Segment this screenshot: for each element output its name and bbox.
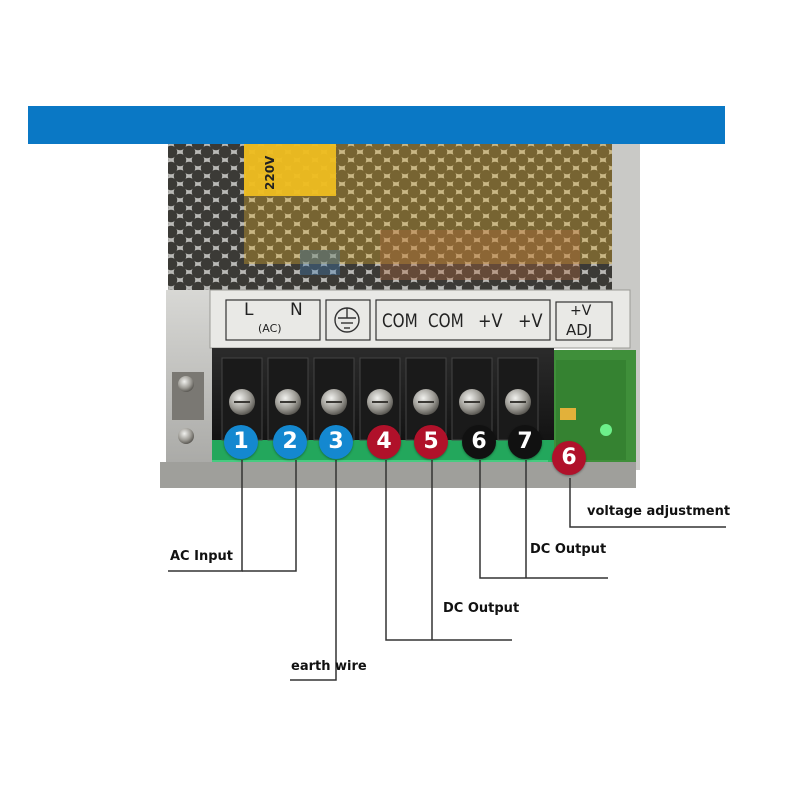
label-dc-output-upper: DC Output (530, 542, 607, 557)
terminal-badge-4: 4 (367, 425, 401, 459)
terminal-badge-6: 6 (462, 425, 496, 459)
label-dc-output-lower: DC Output (443, 601, 520, 616)
label-voltage-adjustment: voltage adjustment (587, 504, 731, 519)
label-earth-wire: earth wire (291, 659, 367, 674)
terminal-badge-3: 3 (319, 425, 353, 459)
sticker-text: 220V (263, 155, 277, 190)
earth-symbol-icon (334, 307, 360, 333)
leader-voltage-adjustment (569, 478, 726, 528)
terminal-badge-7: 7 (508, 425, 542, 459)
label-ac-input: AC Input (170, 549, 233, 564)
terminal-badge-2: 2 (273, 425, 307, 459)
leader-dc-output-lower (385, 460, 512, 641)
warning-sticker (244, 144, 336, 196)
leader-dc-output-upper (479, 460, 608, 579)
terminal-badge-1: 1 (224, 425, 258, 459)
terminal-badge-5: 5 (414, 425, 448, 459)
header-banner (28, 106, 725, 144)
leader-earth-wire (290, 460, 337, 681)
adjust-badge-6: 6 (552, 441, 586, 475)
